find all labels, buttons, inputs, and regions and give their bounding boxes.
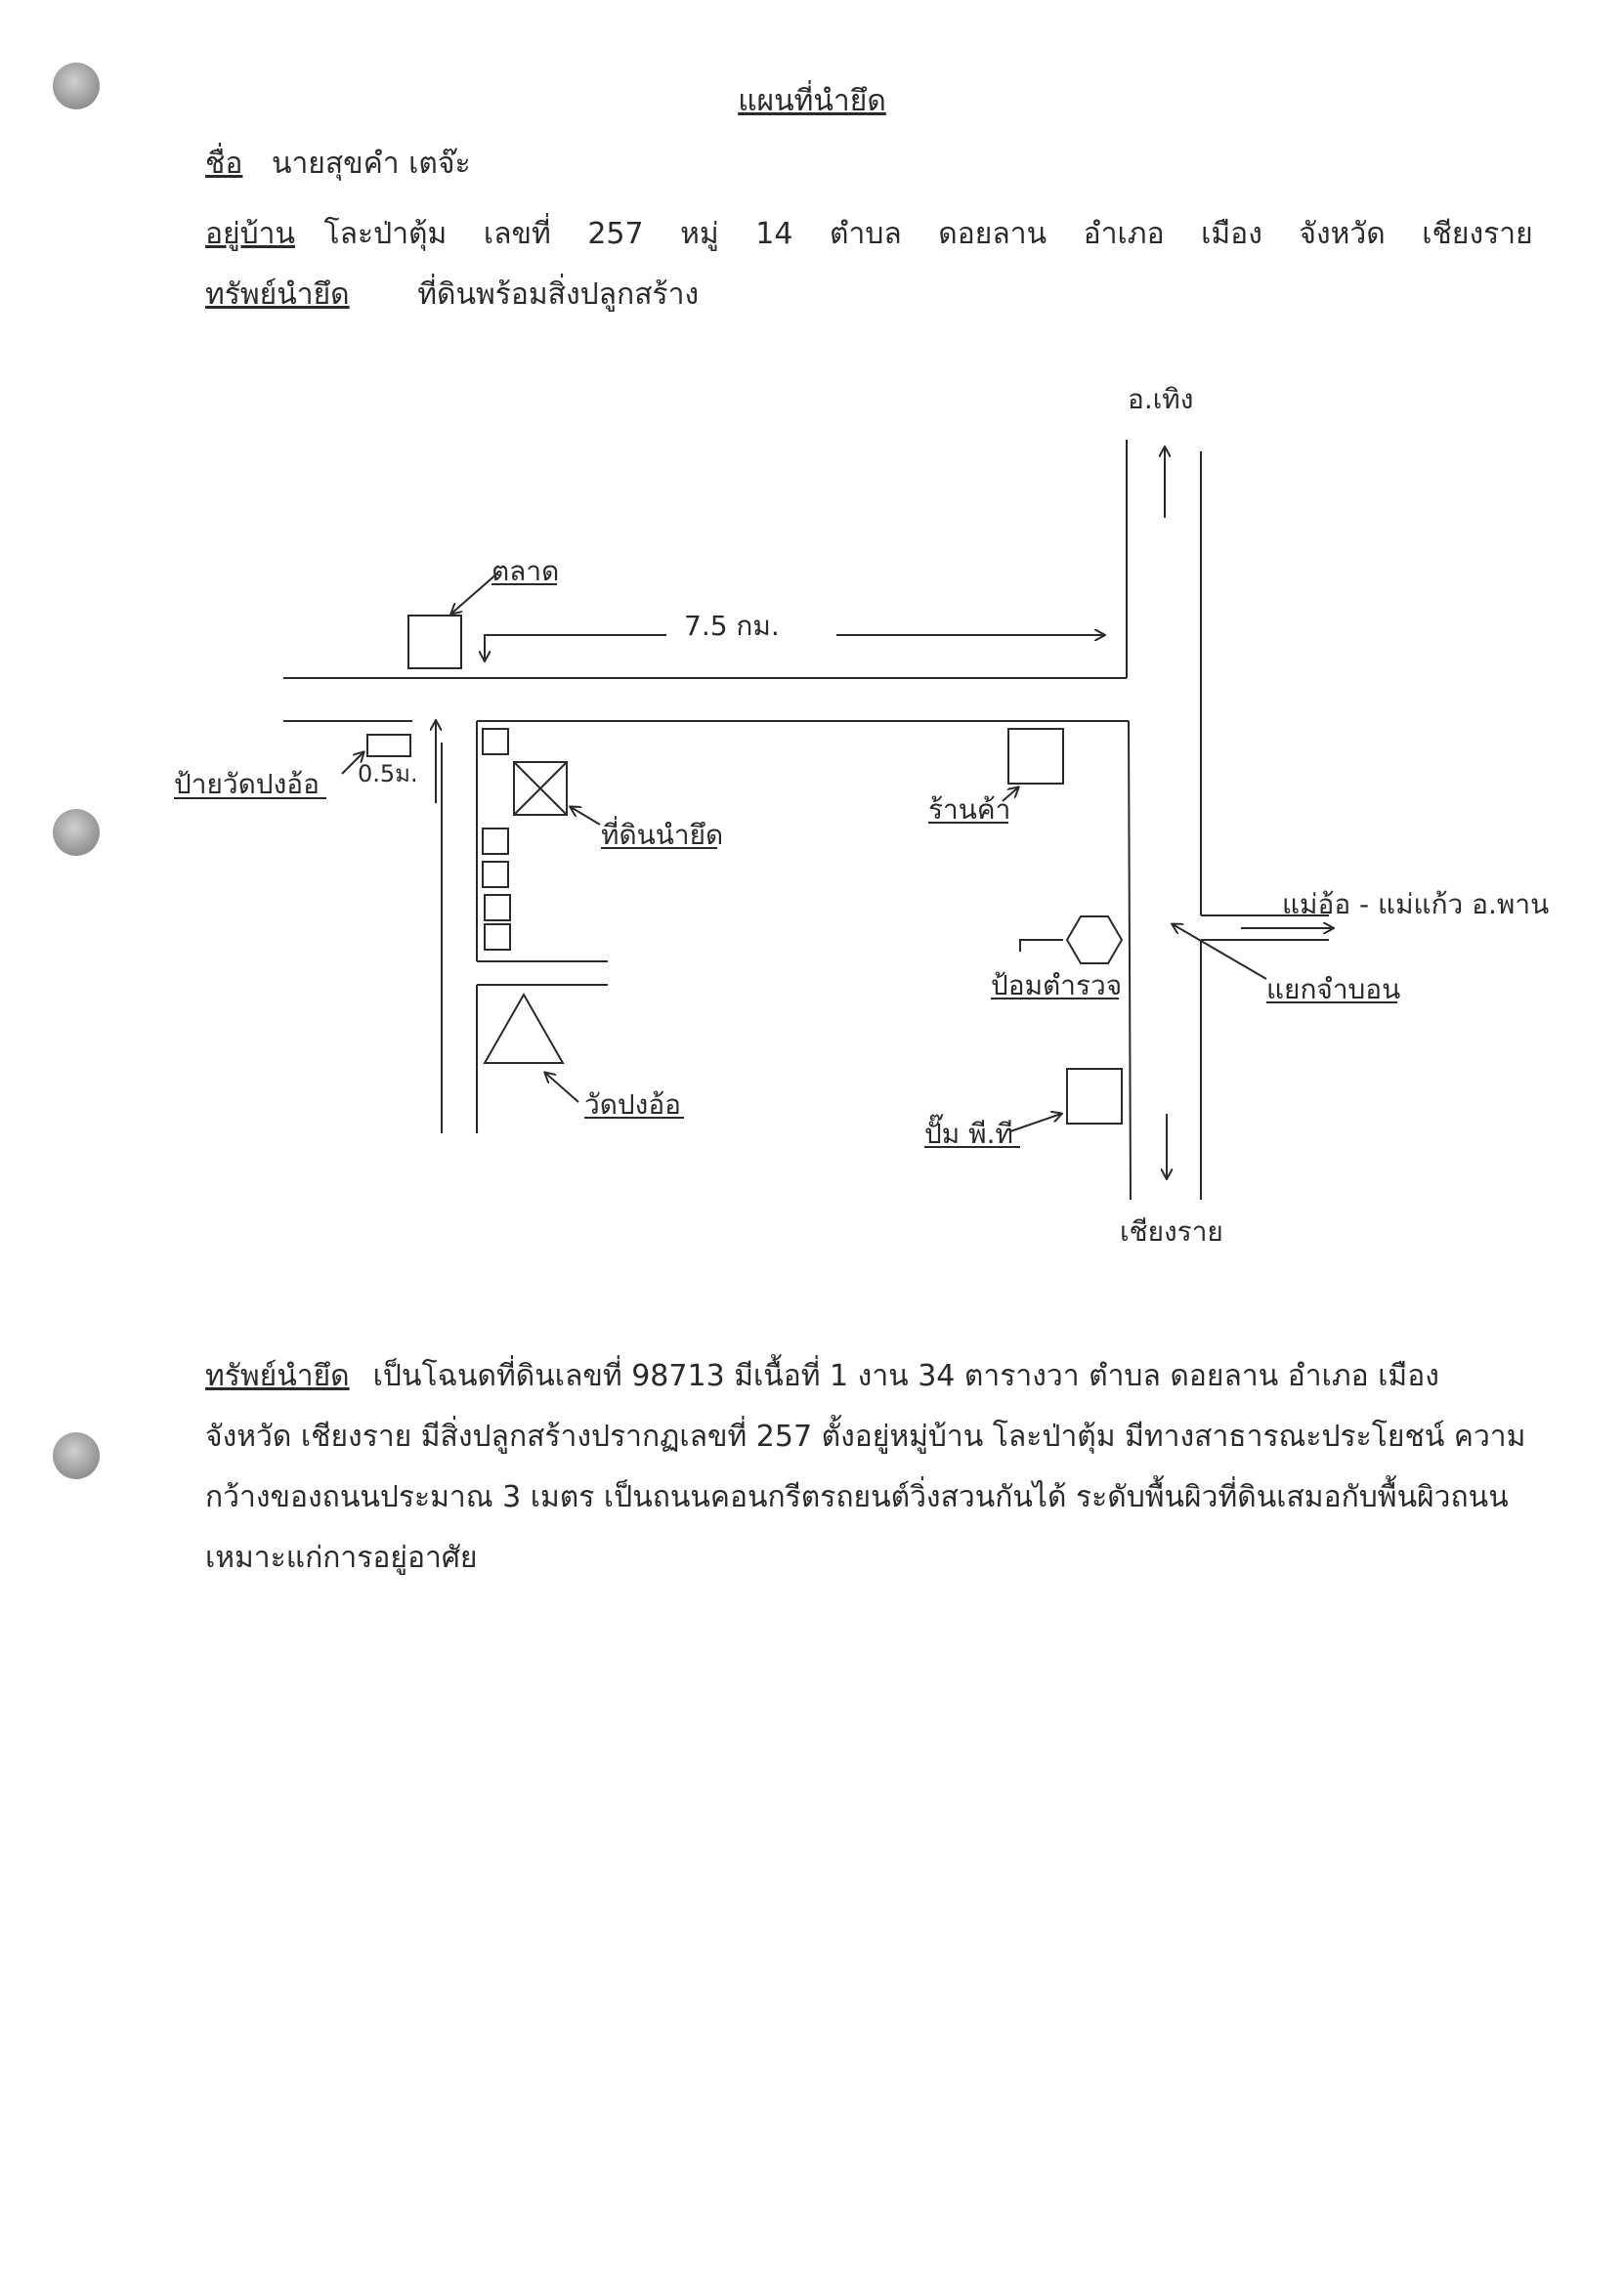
lot-square-2	[482, 828, 509, 855]
address-amphoe-label: อำเภอ	[1083, 217, 1165, 251]
market-pointer	[451, 572, 499, 614]
highway-west-edge-south	[1128, 720, 1132, 1201]
property-label: ที่ดินนำยึด	[601, 816, 723, 851]
address-province: เชียงราย	[1422, 217, 1533, 251]
shop-label: ร้านค้า	[928, 793, 1010, 826]
address-line: อยู่บ้าน โละป่าตุ้ม เลขที่ 257 หมู่ 14 ต…	[205, 211, 1560, 257]
description-label: ทรัพย์นำยึด	[205, 1359, 350, 1393]
market-icon	[407, 615, 462, 669]
address-province-label: จังหวัด	[1299, 217, 1386, 251]
property-icon	[513, 761, 568, 816]
address-moo: 14	[755, 217, 793, 251]
market-label: ตลาด	[491, 555, 559, 587]
asset-description: ทรัพย์นำยึดเป็นโฉนดที่ดินเลขที่ 98713 มี…	[205, 1346, 1534, 1589]
lot-square-4	[484, 894, 511, 921]
gas-station-icon	[1066, 1068, 1123, 1125]
location-map: อ.เทิง เชียงราย ตลาด 7.5 กม. ป้ายวัดปงอ้…	[174, 383, 1549, 1248]
distance-left-arrow	[485, 634, 666, 660]
address-no-label: เลขที่	[483, 217, 551, 251]
temple-icon	[483, 992, 565, 1064]
address-label: อยู่บ้าน	[205, 217, 295, 251]
south-destination-label: เชียงราย	[1120, 1215, 1223, 1248]
punch-hole-bottom	[53, 1432, 100, 1479]
description-text: เป็นโฉนดที่ดินเลขที่ 98713 มีเนื้อที่ 1 …	[205, 1359, 1526, 1575]
police-pointer	[1019, 939, 1063, 952]
address-moo-label: หมู่	[680, 217, 719, 251]
junction-pointer	[1173, 924, 1267, 980]
distance-label: 7.5 กม.	[684, 610, 780, 642]
owner-name-line: ชื่อ นายสุขคำ เตจ๊ะ	[205, 141, 471, 187]
east-destination-label: แม่อ้อ - แม่แก้ว อ.พาน	[1282, 888, 1549, 920]
police-box-label: ป้อมตำรวจ	[991, 969, 1122, 1001]
asset-line: ทรัพย์นำยึด ที่ดินพร้อมสิ่งปลูกสร้าง	[205, 272, 699, 318]
asset-label: ทรัพย์นำยึด	[205, 277, 350, 312]
address-tambon: ดอยลาน	[938, 217, 1047, 251]
north-destination-label: อ.เทิง	[1128, 383, 1193, 415]
punch-hole-top	[53, 63, 100, 109]
sign-pointer	[341, 752, 363, 775]
address-village: โละป่าตุ้ม	[323, 217, 448, 251]
shop-icon	[1007, 728, 1064, 785]
sign-distance-label: 0.5ม.	[358, 760, 418, 787]
lot-square-5	[484, 923, 511, 951]
shop-pointer	[1002, 787, 1018, 802]
gas-pointer	[1009, 1114, 1061, 1132]
lot-square-1	[482, 728, 509, 755]
address-amphoe: เมือง	[1201, 217, 1262, 251]
lot-square-3	[482, 861, 509, 888]
property-pointer	[571, 807, 601, 826]
asset-value: ที่ดินพร้อมสิ่งปลูกสร้าง	[417, 277, 700, 312]
punch-hole-middle	[53, 809, 100, 856]
temple-pointer	[545, 1073, 579, 1103]
police-box-icon	[1065, 915, 1124, 964]
temple-sign-label: ป้ายวัดปงอ้อ	[174, 768, 320, 800]
name-label: ชื่อ	[205, 147, 243, 181]
address-no: 257	[587, 217, 644, 251]
page-title: แผนที่นำยึด	[738, 84, 886, 118]
property-cross-2	[513, 761, 568, 816]
address-tambon-label: ตำบล	[829, 217, 902, 251]
junction-label: แยกจำบอน	[1266, 973, 1400, 1005]
gas-station-label: ปั๊ม พี.ที	[924, 1114, 1013, 1150]
name-value: นายสุขคำ เตจ๊ะ	[271, 147, 471, 181]
temple-label: วัดปงอ้อ	[584, 1088, 681, 1121]
temple-sign-icon	[366, 734, 411, 757]
